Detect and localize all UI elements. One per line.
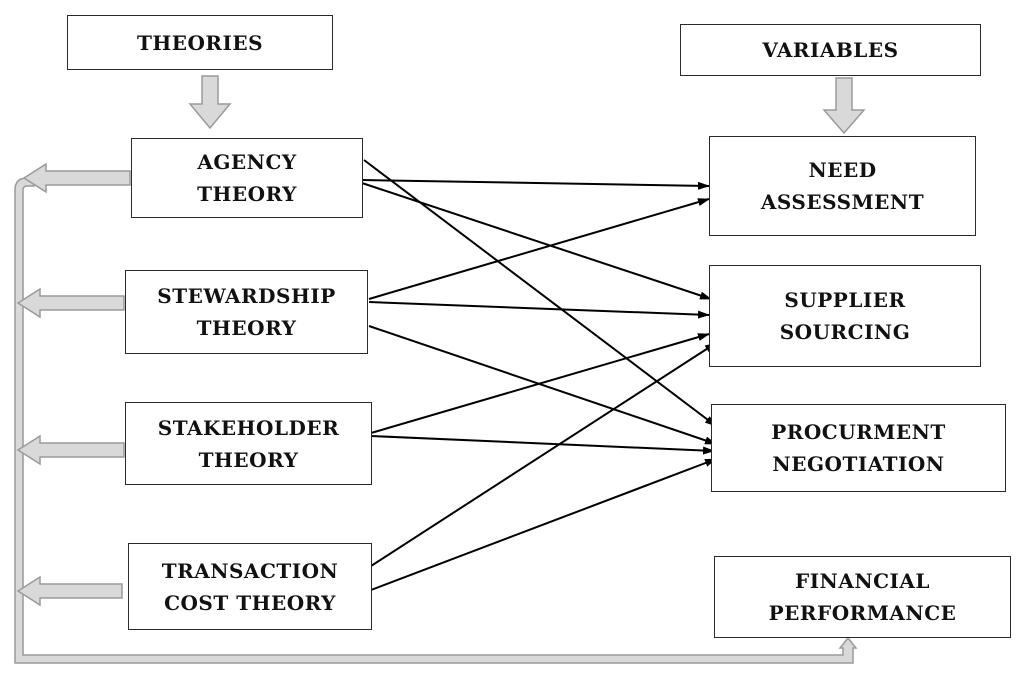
variable-box-supplier: SUPPLIER SOURCING xyxy=(709,265,981,367)
variable-label-line: NEED xyxy=(808,158,877,182)
feedback-arrow-transaction xyxy=(16,575,123,607)
theory-label-line: THEORY xyxy=(198,447,299,472)
link-stakeholder-to-supplier xyxy=(370,333,710,434)
link-stewardship-to-need xyxy=(368,198,710,300)
variables-header: VARIABLES xyxy=(680,24,981,76)
variable-box-need: NEED ASSESSMENT xyxy=(709,136,976,236)
link-agency-to-supplier xyxy=(361,182,712,300)
variable-label-line: NEGOTIATION xyxy=(772,452,945,476)
theories-header: THEORIES xyxy=(67,15,333,70)
link-transaction-to-supplier xyxy=(370,342,717,567)
theory-box-stewardship: STEWARDSHIP THEORY xyxy=(125,270,368,354)
theory-label-line: AGENCY xyxy=(197,150,297,174)
theories-down-arrow xyxy=(188,75,232,130)
feedback-loop-bar xyxy=(14,177,858,664)
variable-box-financial: FINANCIAL PERFORMANCE xyxy=(714,556,1011,638)
theory-label-line: TRANSACTION xyxy=(161,558,339,583)
variable-label-line: PERFORMANCE xyxy=(768,601,957,625)
variable-box-procurement: PROCURMENT NEGOTIATION xyxy=(711,404,1006,492)
theory-label-line: STAKEHOLDER xyxy=(157,415,340,440)
link-stewardship-to-procurement xyxy=(368,325,717,445)
theory-label-line: STEWARDSHIP xyxy=(157,284,336,308)
theory-box-stakeholder: STAKEHOLDER THEORY xyxy=(125,402,372,485)
theory-label-line: THEORY xyxy=(196,316,297,340)
theory-box-agency: AGENCY THEORY xyxy=(131,138,363,218)
variable-label-line: PROCURMENT xyxy=(771,420,946,444)
feedback-arrow-agency xyxy=(22,162,131,194)
variable-label-line: FINANCIAL xyxy=(795,569,930,593)
theories-header-label: THEORIES xyxy=(136,30,264,55)
theory-label-line: COST THEORY xyxy=(164,590,336,615)
theory-label-line: THEORY xyxy=(197,182,297,206)
link-agency-to-procurement xyxy=(363,159,717,427)
links-layer xyxy=(361,159,717,591)
theory-box-transaction: TRANSACTION COST THEORY xyxy=(128,543,372,630)
variable-label-line: ASSESSMENT xyxy=(760,190,925,214)
variables-header-label: VARIABLES xyxy=(762,38,899,62)
link-stakeholder-to-procurement xyxy=(370,435,715,455)
link-transaction-to-procurement xyxy=(370,458,717,591)
variable-label-line: SUPPLIER xyxy=(784,288,906,312)
link-agency-to-need xyxy=(361,179,710,190)
variable-label-line: SOURCING xyxy=(779,320,911,344)
feedback-arrow-stakeholder xyxy=(16,434,125,466)
link-stewardship-to-supplier xyxy=(368,301,710,319)
feedback-arrow-stewardship xyxy=(16,287,125,319)
variables-down-arrow xyxy=(822,77,866,135)
